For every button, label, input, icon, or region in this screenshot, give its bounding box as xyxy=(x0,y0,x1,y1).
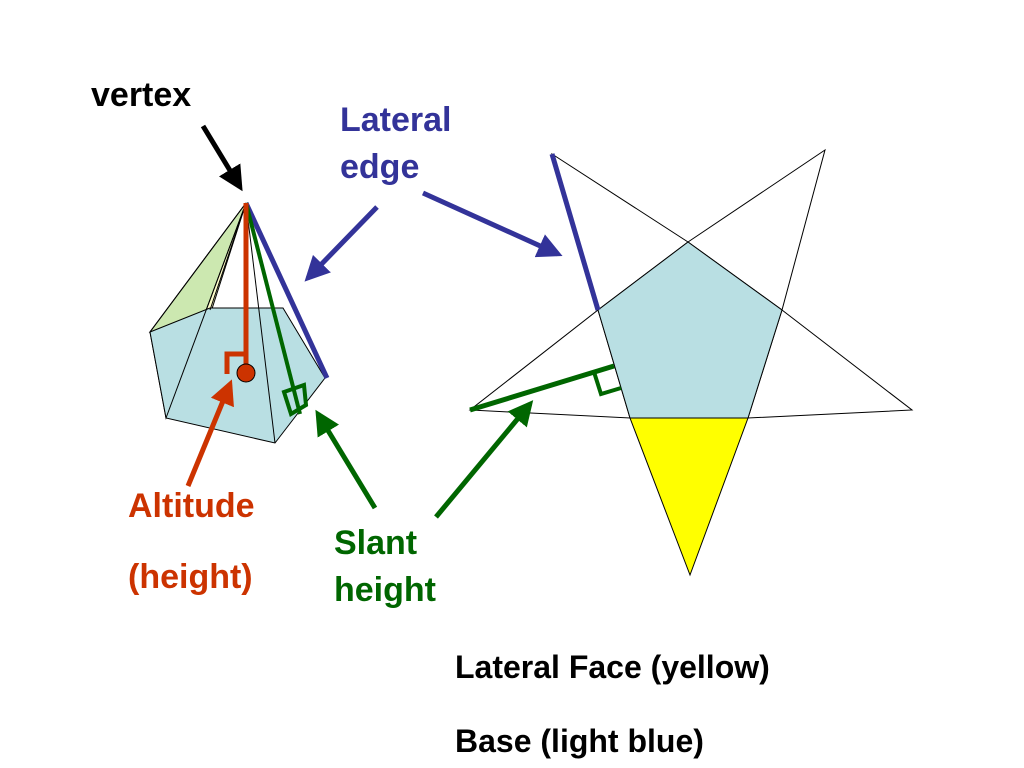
slant-height-label-line1: Slant xyxy=(334,524,418,562)
altitude-label-line1: Altitude xyxy=(128,487,255,525)
legend-base: Base (light blue) xyxy=(455,723,704,759)
pyramid-edge xyxy=(209,202,247,311)
pyramid-edge xyxy=(165,202,247,419)
lateral-edge-label-line2: edge xyxy=(340,148,420,186)
legend-lateral-face: Lateral Face (yellow) xyxy=(455,649,770,685)
slant-right-angle-mark xyxy=(281,382,309,418)
altitude-arrow xyxy=(185,379,234,487)
lateral-edge-arrow-left xyxy=(304,205,379,282)
net-lateral-edge-line xyxy=(549,153,601,311)
pyramid-3d xyxy=(148,201,330,444)
lateral-edge-label-line1: Lateral xyxy=(340,101,452,139)
altitude-right-angle-mark xyxy=(224,351,246,374)
net-base xyxy=(597,241,783,419)
slant-arrow-left xyxy=(315,409,378,510)
pyramid-net xyxy=(468,148,914,577)
slant-arrow-right xyxy=(434,400,534,519)
altitude-label-line2: (height) xyxy=(128,558,253,596)
slant-height-label-line2: height xyxy=(334,571,436,609)
lateral-edge-line xyxy=(243,201,330,380)
pyramid-edge xyxy=(245,202,276,444)
slant-height-line xyxy=(244,202,302,415)
net-lateral-face-yellow xyxy=(629,417,749,577)
vertex-arrow xyxy=(200,124,243,192)
altitude-foot-dot xyxy=(236,363,256,383)
net-right-angle-mark xyxy=(592,371,622,397)
lateral-edge-arrow-right xyxy=(421,190,563,258)
pyramid-edge xyxy=(149,202,247,333)
vertex-label: vertex xyxy=(91,76,192,114)
net-slant-height-line xyxy=(469,363,615,413)
